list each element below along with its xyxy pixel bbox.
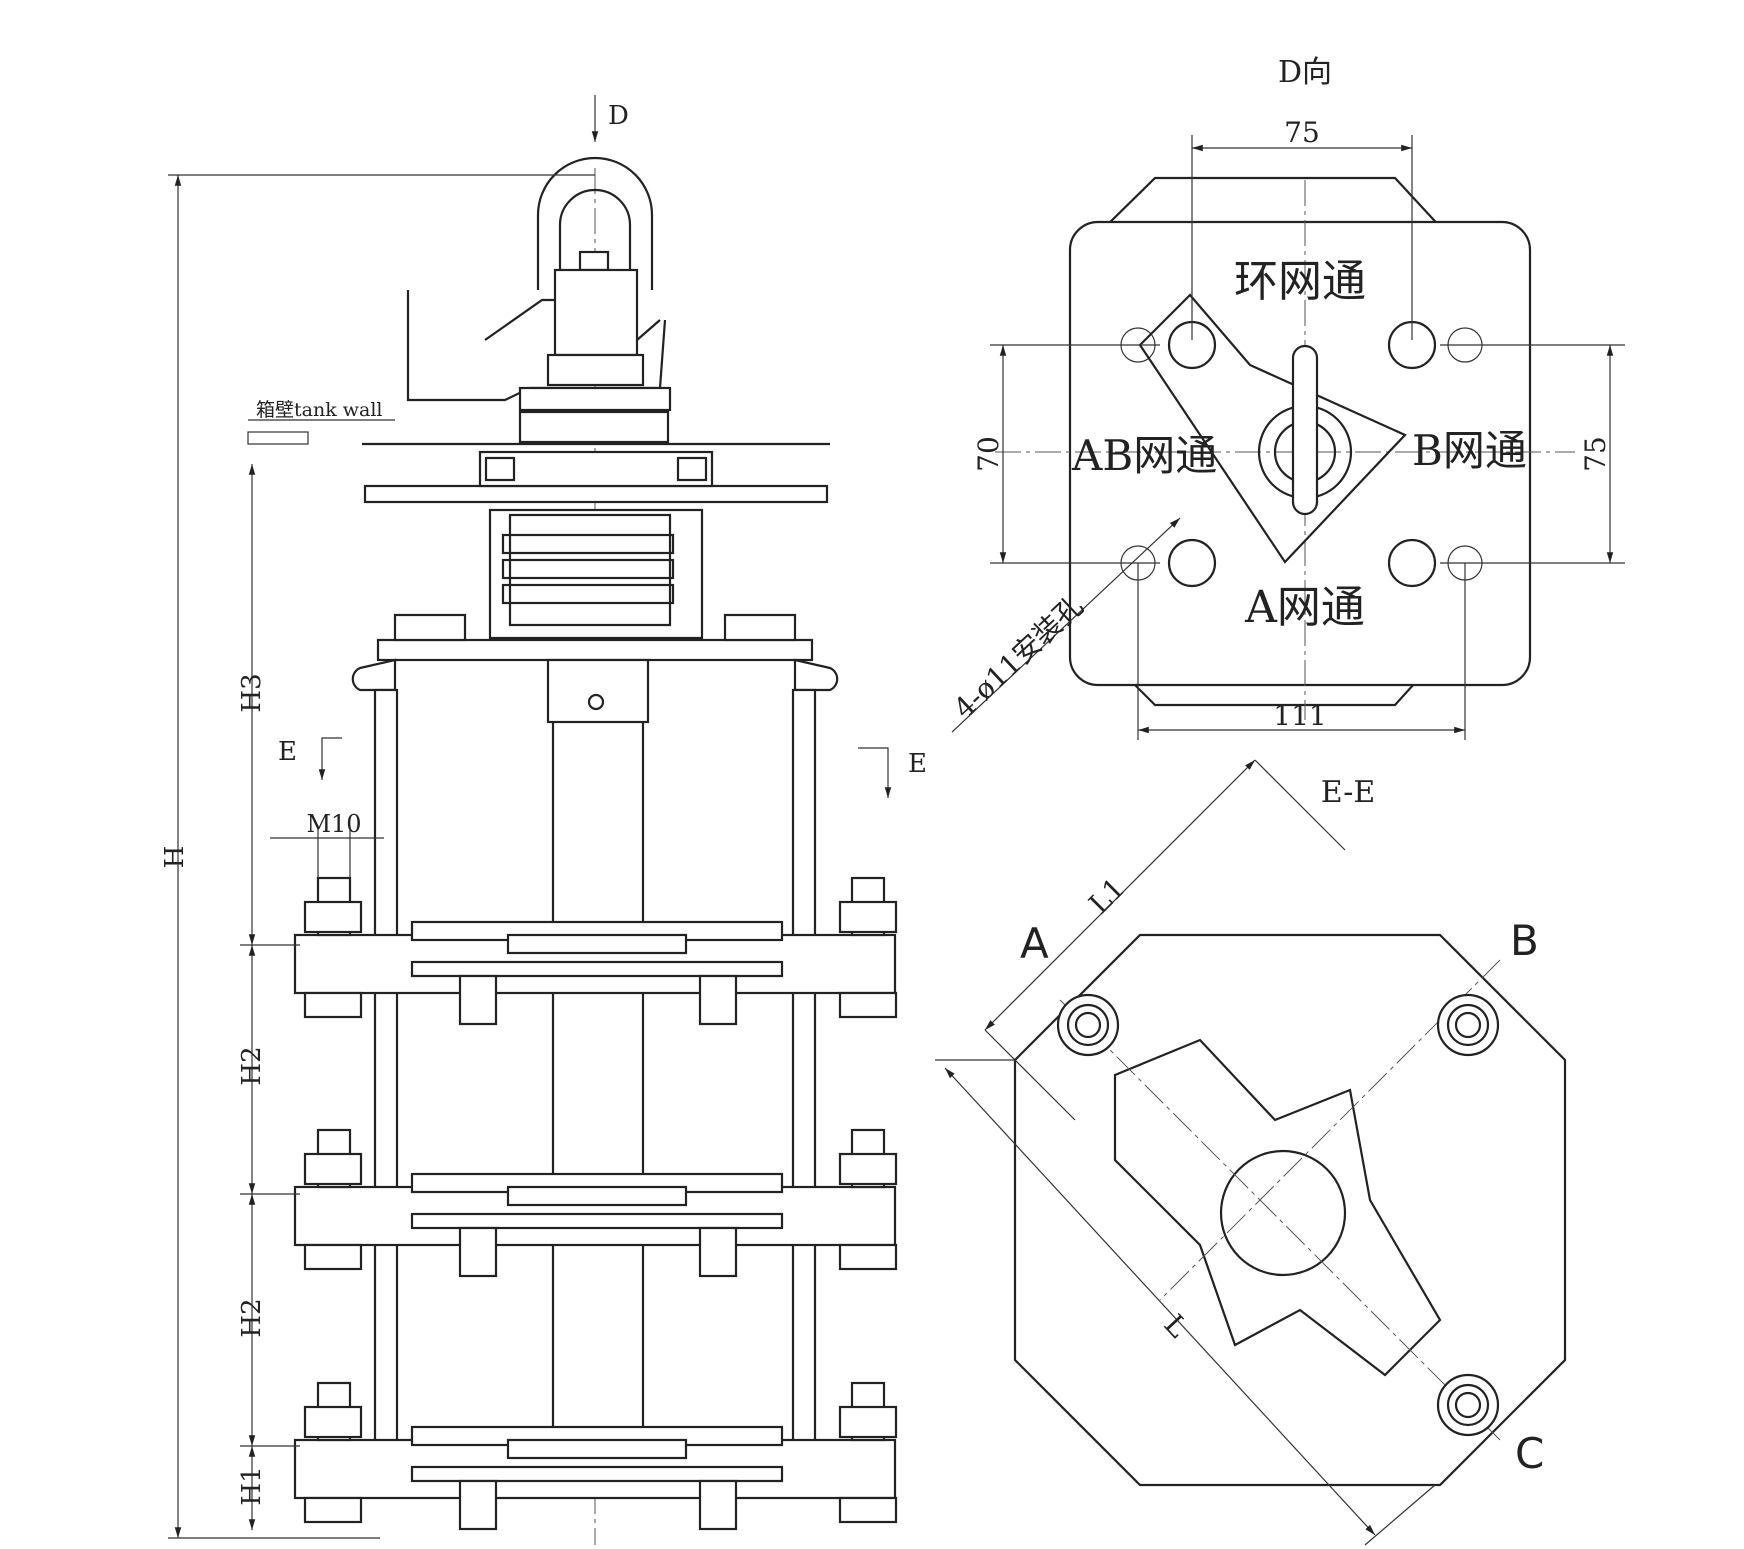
label-right: B网通 — [1412, 426, 1527, 475]
terminal-c-bolt — [1436, 1373, 1500, 1437]
section-e-e: E-E A B C L1 L — [935, 759, 1567, 1546]
hole-bottom-right — [1387, 538, 1437, 588]
dim-right: 75 — [1579, 436, 1612, 472]
dim-h3: H3 — [237, 673, 267, 712]
tank-wall-label: 箱壁tank wall — [256, 399, 383, 421]
terminal-b-bolt — [1436, 993, 1500, 1057]
insulating-bar-left — [373, 688, 399, 1492]
contact-stage-3 — [293, 1381, 898, 1531]
hole-bottom-left — [1167, 538, 1217, 588]
terminal-a-label: A — [1020, 919, 1049, 968]
section-marker-left: E — [278, 737, 297, 767]
dim-top: 75 — [1284, 116, 1320, 149]
dim-left: 70 — [972, 436, 1005, 472]
hole-note: 4-ø11安装孔 — [947, 589, 1089, 725]
dim-h2-upper: H2 — [237, 1046, 267, 1085]
dim-h1: H1 — [237, 1466, 267, 1505]
tank-wall-symbol — [247, 431, 309, 445]
section-marker-right: E — [908, 749, 927, 779]
position-pointer-plate — [1138, 293, 1407, 564]
view-arrow-label: D — [608, 101, 629, 131]
central-shaft — [551, 688, 645, 1492]
operating-handle — [406, 156, 672, 444]
handle-grip — [1291, 344, 1319, 516]
d-view-title: D向 — [1278, 55, 1332, 90]
dim-l1: L1 — [1082, 871, 1131, 920]
terminal-a-bolt — [1056, 993, 1120, 1057]
dim-bottom: 111 — [1273, 699, 1326, 732]
mounting-flange — [363, 484, 829, 504]
front-view: D 箱壁tank wall — [160, 95, 927, 1545]
label-bottom: A网通 — [1244, 582, 1365, 633]
dim-m10: M10 — [306, 810, 361, 838]
terminal-b-label: B — [1510, 916, 1539, 965]
shaft-coupling — [546, 658, 650, 724]
label-left: AB网通 — [1071, 431, 1217, 480]
label-top: 环网通 — [1234, 256, 1366, 307]
dim-h2-lower: H2 — [237, 1298, 267, 1337]
top-plate — [376, 638, 814, 662]
section-title: E-E — [1321, 775, 1376, 810]
d-view: D向 环网通 AB网通 B网通 A网通 75 70 — [947, 55, 1625, 740]
terminal-c-label: C — [1515, 1429, 1544, 1478]
contact-stage-1 — [293, 876, 898, 1026]
spring-mechanism — [488, 508, 704, 640]
insulating-bar-right — [791, 688, 817, 1492]
dim-h: H — [160, 846, 190, 869]
contact-stage-2 — [293, 1128, 898, 1278]
